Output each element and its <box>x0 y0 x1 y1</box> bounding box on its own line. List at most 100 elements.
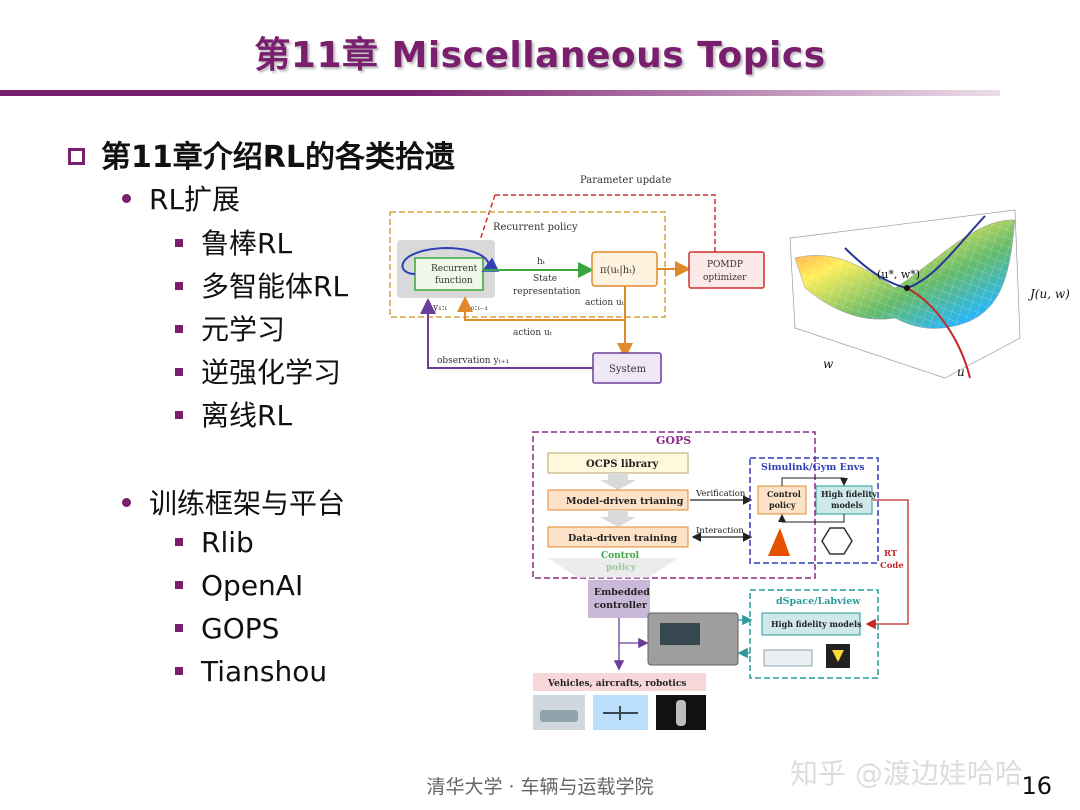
square-bullet-icon <box>175 282 183 290</box>
svg-text:High fidelity models: High fidelity models <box>771 619 862 629</box>
gops-box <box>532 431 816 579</box>
parameter-update-label: Parameter update <box>580 175 672 186</box>
svg-text:u: u <box>957 365 965 379</box>
svg-text:action uₜ: action uₜ <box>513 328 553 338</box>
vehicles-label-box <box>533 673 706 691</box>
embedded-controller-box <box>588 580 650 618</box>
svg-text:action uₜ: action uₜ <box>585 298 625 308</box>
svg-text:y₁:ₜ: y₁:ₜ <box>432 303 448 313</box>
svg-text:Control: Control <box>601 551 640 561</box>
red-curve <box>906 287 971 379</box>
list-item: 离线RL <box>175 394 292 434</box>
svg-text:RT: RT <box>884 549 898 559</box>
section-label: 训练框架与平台 <box>149 487 346 520</box>
list-item-text: OpenAI <box>201 569 304 602</box>
list-item: OpenAI <box>175 569 303 602</box>
svg-text:policy: policy <box>769 500 796 510</box>
list-item: 鲁棒RL <box>175 222 292 262</box>
list-item-text: 元学习 <box>201 313 286 346</box>
svg-text:Model-driven trianing: Model-driven trianing <box>566 496 684 507</box>
slide-title: 第11章 Miscellaneous Topics <box>254 35 826 76</box>
title-rule <box>0 90 1000 96</box>
square-bullet-icon <box>175 325 183 333</box>
recurrent-policy-label: Recurrent policy <box>493 222 578 233</box>
list-item-text: Tianshou <box>201 655 328 688</box>
list-item-text: 逆强化学习 <box>201 356 342 389</box>
main-heading: 第11章介绍RL的各类拾遗 <box>68 132 455 176</box>
round-bullet-icon <box>122 194 131 203</box>
section-rl-extensions: RL扩展 <box>122 178 240 218</box>
page-number: 16 <box>1021 772 1052 800</box>
svg-text:Data-driven training: Data-driven training <box>568 533 677 544</box>
svg-text:OCPS library: OCPS library <box>586 459 659 470</box>
section-frameworks: 训练框架与平台 <box>122 482 345 522</box>
data-driven-box <box>547 526 689 548</box>
svg-text:function: function <box>435 276 473 286</box>
svg-text:System: System <box>609 364 647 375</box>
svg-text:u₀:ₜ₋₁: u₀:ₜ₋₁ <box>465 303 488 313</box>
list-item-text: 离线RL <box>201 399 293 432</box>
watermark: 知乎 @渡边娃哈哈 <box>790 757 1023 790</box>
list-item: GOPS <box>175 612 279 645</box>
dspace-labview-box <box>749 589 879 679</box>
list-item-text: GOPS <box>201 612 280 645</box>
svg-text:J(u, w): J(u, w) <box>1027 287 1070 301</box>
recurrent-function-box <box>414 257 484 291</box>
svg-text:POMDP: POMDP <box>707 260 743 270</box>
svg-text:models: models <box>831 500 864 510</box>
svg-text:optimizer: optimizer <box>703 273 747 283</box>
svg-text:State: State <box>533 274 557 284</box>
svg-text:controller: controller <box>594 600 648 611</box>
list-item: 多智能体RL <box>175 265 348 305</box>
main-heading-text: 第11章介绍RL的各类拾遗 <box>101 140 455 175</box>
section-label: RL扩展 <box>149 183 241 216</box>
footer-text: 清华大学 · 车辆与运载学院 <box>426 776 654 798</box>
svg-text:GOPS: GOPS <box>656 434 691 447</box>
round-bullet-icon <box>122 498 131 507</box>
svg-text:Simulink/Gym Envs: Simulink/Gym Envs <box>761 462 865 473</box>
svg-text:representation: representation <box>513 287 581 297</box>
square-bullet-icon <box>175 411 183 419</box>
saddle-point <box>904 285 910 291</box>
list-item: Tianshou <box>175 655 327 688</box>
list-item: 元学习 <box>175 308 285 348</box>
matlab-logo-icon <box>768 528 790 556</box>
svg-text:Vehicles, aircrafts, robotics: Vehicles, aircrafts, robotics <box>547 679 686 689</box>
dspace-hardware-image <box>763 649 813 667</box>
list-item-text: 鲁棒RL <box>201 227 293 260</box>
svg-text:dSpace/Labview: dSpace/Labview <box>776 596 861 607</box>
square-bullet-icon <box>175 368 183 376</box>
svg-text:Control: Control <box>767 489 801 499</box>
hf-models-box <box>761 612 861 636</box>
saddle-surface-plot: (u*, w*) J(u, w) w u <box>789 209 1070 379</box>
pomdp-optimizer-box <box>688 251 765 289</box>
gym-logo-icon <box>821 527 853 555</box>
recurrent-policy-box <box>389 211 666 318</box>
recurrent-policy-diagram: Parameter update Recurrent policy Recurr… <box>389 175 765 384</box>
svg-text:Verification: Verification <box>695 489 746 499</box>
gops-diagram: GOPS OCPS library Model-driven trianing … <box>532 431 909 730</box>
svg-text:observation yₜ₊₁: observation yₜ₊₁ <box>437 356 509 366</box>
svg-text:High fidelity: High fidelity <box>821 489 877 499</box>
square-bullet-icon <box>175 667 183 675</box>
svg-text:Interaction: Interaction <box>696 526 744 536</box>
square-bullet-icon <box>175 581 183 589</box>
list-item-text: 多智能体RL <box>201 270 349 303</box>
square-bullet-icon <box>175 538 183 546</box>
square-bullet-icon <box>175 624 183 632</box>
list-item: 逆强化学习 <box>175 351 341 391</box>
svg-text:w: w <box>823 357 834 371</box>
square-bullet-icon <box>175 239 183 247</box>
parameter-update-arrow <box>495 194 716 252</box>
high-fidelity-box <box>815 485 873 515</box>
svg-text:π(uₜ|hₜ): π(uₜ|hₜ) <box>600 265 636 276</box>
list-item: Rlib <box>175 526 254 559</box>
svg-text:Code: Code <box>880 561 904 571</box>
svg-text:Embedded: Embedded <box>594 587 650 598</box>
svg-text:hₜ: hₜ <box>537 257 546 267</box>
list-item-text: Rlib <box>201 526 254 559</box>
simulink-gym-box <box>749 457 879 564</box>
svg-text:Recurrent: Recurrent <box>431 264 478 274</box>
svg-text:(u*, w*): (u*, w*) <box>877 268 920 281</box>
square-bullet-icon <box>68 148 85 165</box>
